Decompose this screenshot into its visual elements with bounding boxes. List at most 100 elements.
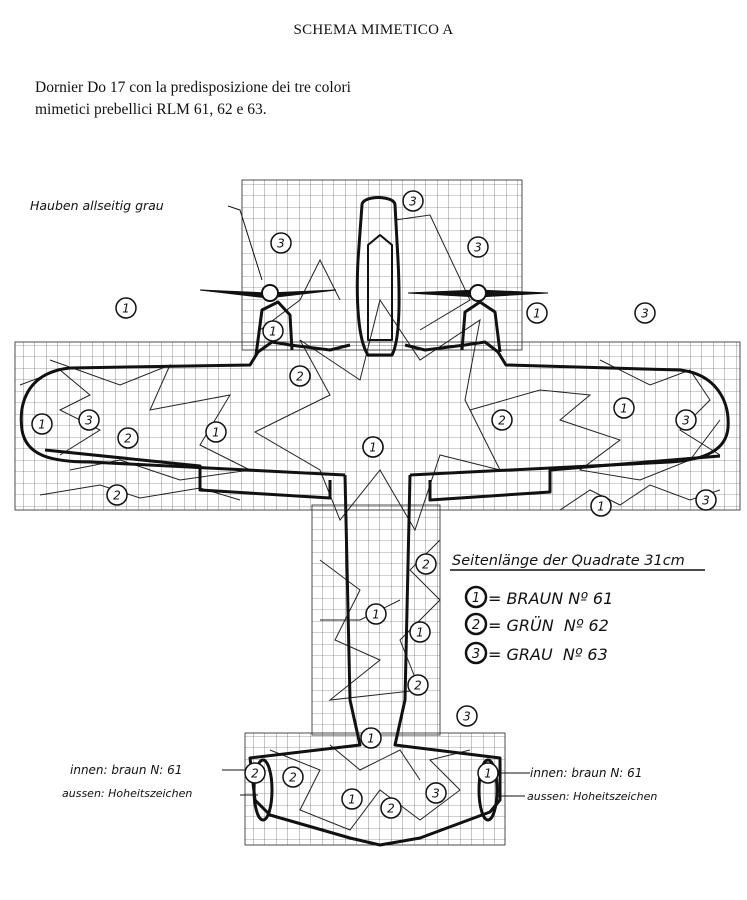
color-marker-10: 3 — [78, 409, 100, 431]
right-fin — [477, 758, 499, 822]
color-marker-circle — [613, 397, 635, 419]
color-marker-22: 1 — [409, 621, 431, 643]
color-marker-circle — [634, 302, 656, 324]
color-marker-27: 1 — [341, 788, 363, 810]
color-marker-18: 2 — [106, 484, 128, 506]
color-marker-circle — [477, 762, 499, 784]
color-marker-17: 1 — [590, 495, 612, 517]
color-marker-circle — [360, 727, 382, 749]
left-fin — [252, 758, 274, 822]
color-marker-circle — [365, 603, 387, 625]
right-wing-trailing — [428, 454, 721, 502]
color-marker-circle — [415, 553, 437, 575]
color-marker-number: 1 — [372, 608, 380, 622]
color-marker-14: 2 — [491, 409, 513, 431]
color-marker-3: 3 — [467, 236, 489, 258]
color-marker-number: 1 — [620, 402, 628, 416]
grid-tail-section — [244, 732, 506, 846]
color-marker-circle — [282, 766, 304, 788]
legend-circle-3 — [464, 641, 488, 665]
left-spinner — [261, 284, 279, 302]
label-innen-left: innen: braun N: 61 — [70, 763, 182, 777]
legend-item-2: 2 = GRÜN Nº 62 — [464, 612, 609, 636]
color-marker-circle — [402, 190, 424, 212]
color-marker-number: 1 — [367, 732, 375, 746]
color-marker-8: 3 — [634, 302, 656, 324]
color-marker-circle — [590, 495, 612, 517]
color-marker-4: 1 — [115, 297, 137, 319]
canopy-inner — [367, 234, 393, 341]
color-marker-6: 1 — [526, 302, 548, 324]
color-marker-number: 2 — [498, 414, 506, 428]
color-marker-number: 3 — [409, 195, 417, 209]
color-marker-circle — [380, 797, 402, 819]
color-marker-11: 2 — [117, 427, 139, 449]
color-marker-7: 2 — [289, 365, 311, 387]
color-marker-number: 1 — [122, 302, 130, 316]
color-marker-9: 1 — [31, 413, 53, 435]
color-marker-circle — [270, 232, 292, 254]
color-marker-circle — [467, 236, 489, 258]
color-marker-circle — [205, 421, 227, 443]
legend: Seitenlänge der Quadrate 31cm 1 = BRAUN … — [446, 548, 708, 668]
color-marker-number: 3 — [682, 414, 690, 428]
pattern-right-wing-b — [599, 359, 721, 456]
color-marker-number: 1 — [369, 441, 377, 455]
color-marker-number: 2 — [289, 771, 297, 785]
caption-line-2: mimetici prebellici RLM 61, 62 e 63. — [35, 101, 267, 118]
nose-canopy — [355, 196, 401, 357]
grid-nose-section — [241, 179, 523, 351]
color-marker-19: 3 — [695, 489, 717, 511]
hauben-leader — [227, 205, 263, 281]
color-marker-circle — [425, 782, 447, 804]
label-innen-right: innen: braun N: 61 — [530, 766, 642, 780]
color-marker-15: 1 — [613, 397, 635, 419]
color-marker-number: 1 — [416, 626, 424, 640]
color-marker-circle — [491, 409, 513, 431]
right-spinner — [469, 284, 487, 302]
color-marker-circle — [695, 489, 717, 511]
color-marker-12: 1 — [205, 421, 227, 443]
color-marker-29: 3 — [425, 782, 447, 804]
color-marker-circle — [117, 427, 139, 449]
color-marker-number: 2 — [296, 370, 304, 384]
caption-line-1: Dornier Do 17 con la predisposizione dei… — [35, 79, 351, 96]
color-marker-25: 1 — [360, 727, 382, 749]
fuselage — [248, 474, 502, 847]
left-wing — [19, 340, 351, 477]
color-marker-24: 3 — [456, 705, 478, 727]
color-marker-number: 3 — [85, 414, 93, 428]
color-marker-circle — [675, 409, 697, 431]
grid-area — [14, 179, 741, 846]
color-marker-23: 2 — [407, 674, 429, 696]
color-marker-circle — [244, 762, 266, 784]
color-marker-31: 1 — [477, 762, 499, 784]
caption: Dornier Do 17 con la predisposizione dei… — [35, 77, 465, 121]
legend-text-3: = GRAU Nº 63 — [488, 645, 608, 664]
color-marker-number: 2 — [251, 767, 259, 781]
color-marker-number: 1 — [348, 793, 356, 807]
color-marker-30: 2 — [244, 762, 266, 784]
color-marker-number: 2 — [387, 802, 395, 816]
color-marker-number: 1 — [533, 307, 541, 321]
color-marker-16: 3 — [675, 409, 697, 431]
color-marker-21: 1 — [365, 603, 387, 625]
color-marker-circle — [31, 413, 53, 435]
color-marker-number: 2 — [113, 489, 121, 503]
label-hauben: Hauben allseitig grau — [30, 198, 164, 213]
color-marker-circle — [456, 705, 478, 727]
legend-item-1: 1 = BRAUN Nº 61 — [464, 585, 613, 609]
pattern-left-wing-a — [49, 359, 252, 481]
color-marker-number: 2 — [422, 558, 430, 572]
legend-num-2: 2 — [472, 618, 480, 633]
color-marker-circle — [409, 621, 431, 643]
color-marker-2: 3 — [270, 232, 292, 254]
pattern-right-wing-c — [559, 484, 721, 511]
page-title: SCHEMA MIMETICO A — [293, 22, 454, 38]
color-marker-number: 2 — [414, 679, 422, 693]
legend-heading: Seitenlänge der Quadrate 31cm — [452, 553, 685, 569]
legend-circle-1 — [464, 585, 488, 609]
color-marker-number: 1 — [269, 325, 277, 339]
color-marker-number: 3 — [474, 241, 482, 255]
